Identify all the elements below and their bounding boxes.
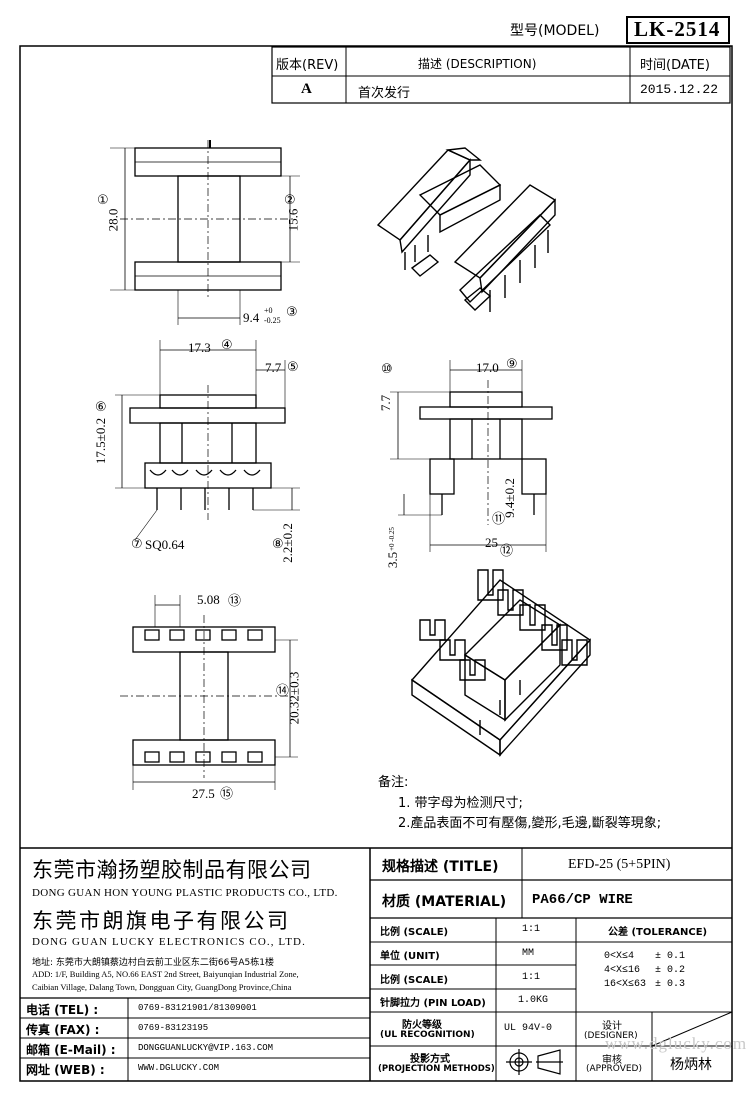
dim-bottom-pitch: 5.08: [197, 592, 220, 607]
pin-load-label: 针脚拉力 (PIN LOAD): [380, 998, 486, 1009]
mark-n: ⑭: [276, 684, 290, 699]
tol-value-3: ± 0.3: [655, 979, 686, 990]
fire-label-en: (UL RECOGNITION): [380, 1030, 475, 1040]
projection-label: 投影方式: [410, 1054, 450, 1065]
projection-symbol: [506, 1049, 563, 1075]
company-name-en-2: DONG GUAN LUCKY ELECTRONICS CO., LTD.: [32, 936, 306, 948]
fax-value: 0769-83123195: [138, 1023, 209, 1033]
scale-label-1: 比例 (SCALE): [380, 927, 449, 938]
approved-label: 审核: [602, 1055, 622, 1066]
tel-value: 0769-83121901/81309001: [138, 1003, 257, 1013]
address-en-1: ADD: 1/F, Building A5, NO.66 EAST 2nd St…: [32, 969, 299, 979]
desc-value: 首次发行: [358, 86, 411, 101]
mark-f: ⑥: [95, 400, 107, 415]
tol-range-1: 0<X≤4: [604, 951, 635, 962]
fire-label: 防火等级: [402, 1020, 442, 1031]
mark-l: ⑫: [500, 544, 514, 559]
model-value: LK-2514: [634, 17, 721, 41]
material-value: PA66/CP WIRE: [532, 892, 633, 908]
note-1: 1. 带字母为检测尺寸;: [398, 796, 523, 811]
tol-range-3: 16<X≤63: [604, 979, 647, 990]
side-view: [390, 360, 553, 552]
fax-label: 传真 (FAX) :: [26, 1023, 100, 1037]
date-header: 时间(DATE): [640, 58, 710, 73]
mark-c: ③: [286, 305, 298, 320]
mark-h: ⑧: [272, 537, 284, 552]
address-en-2: Caibian Village, Dalang Town, Dongguan C…: [32, 982, 292, 992]
title-label: 规格描述 (TITLE): [382, 859, 499, 875]
mark-d: ④: [221, 338, 233, 353]
company-name-cn-1: 东莞市瀚扬塑胶制品有限公司: [32, 858, 312, 882]
email-value[interactable]: DONGGUANLUCKY@VIP.163.COM: [138, 1043, 274, 1053]
dim-front-top: 17.3: [188, 340, 211, 355]
dim-top-width: 9.4: [243, 310, 260, 325]
tol-range-2: 4<X≤16: [604, 965, 641, 976]
dim-bottom-width: 27.5: [192, 786, 215, 801]
desc-header: 描述 (DESCRIPTION): [418, 57, 537, 71]
approved-value: 杨炳林: [670, 1057, 712, 1073]
scale-value-1: 1:1: [522, 924, 541, 935]
rev-header: 版本(REV): [276, 58, 339, 73]
mark-i: ⑨: [506, 357, 518, 372]
mark-o: ⑮: [220, 787, 234, 802]
dim-side-width: 25: [485, 535, 498, 550]
tol-value-1: ± 0.1: [655, 951, 686, 962]
unit-label: 单位 (UNIT): [380, 951, 440, 962]
title-value: EFD-25 (5+5PIN): [568, 857, 671, 872]
unit-value: MM: [522, 948, 535, 959]
notes-title: 备注:: [378, 775, 409, 790]
dim-top-tol-plus: +0: [264, 306, 273, 315]
company-name-cn-2: 东莞市朗旗电子有限公司: [32, 909, 291, 933]
dim-side-left: 7.7: [378, 394, 394, 412]
dim-top-tol-minus: -0.25: [264, 316, 281, 325]
note-2: 2.產品表面不可有壓傷,變形,毛邊,斷裂等現象;: [398, 816, 662, 831]
dim-side-tol: +0 -0.25: [387, 527, 396, 551]
mark-g: ⑦: [131, 537, 143, 552]
web-label: 网址 (WEB) :: [26, 1063, 105, 1077]
designer-label: 设计: [602, 1021, 622, 1032]
dim-side-bottom: 3.5: [385, 551, 401, 569]
rev-value: A: [301, 81, 312, 97]
projection-label-en: (PROJECTION METHODS): [378, 1064, 495, 1074]
tel-label: 电话 (TEL) :: [26, 1003, 99, 1017]
tolerance-label: 公差 (TOLERANCE): [608, 927, 708, 938]
top-view: [110, 140, 300, 325]
material-label: 材质 (MATERIAL): [382, 894, 507, 910]
dim-side-top: 17.0: [476, 360, 499, 375]
address-cn: 地址: 东莞市大朗镇蔡边村白云前工业区东二街66号A5栋1楼: [32, 958, 274, 968]
front-view: [115, 340, 300, 541]
mark-b: ②: [284, 193, 296, 208]
mark-k: ⑪: [492, 512, 506, 527]
dim-top-inner: 15.6: [285, 208, 301, 232]
mark-a: ①: [97, 193, 109, 208]
dim-front-side: 7.7: [265, 360, 282, 375]
company-name-en-1: DONG GUAN HON YOUNG PLASTIC PRODUCTS CO.…: [32, 887, 338, 899]
web-value[interactable]: WWW.DGLUCKY.COM: [138, 1063, 220, 1073]
mark-j: ⑩: [381, 362, 393, 377]
dim-front-height: 17.5±0.2: [93, 417, 109, 465]
bottom-view: [120, 595, 298, 790]
iso-view-bottom: [410, 569, 592, 757]
pin-load-value: 1.0KG: [518, 995, 549, 1006]
scale-value-2: 1:1: [522, 972, 541, 983]
model-box: [626, 16, 730, 44]
mark-m: ⑬: [228, 594, 242, 609]
iso-view-top: [376, 147, 557, 312]
fire-value: UL 94V-0: [504, 1023, 553, 1034]
watermark: www.dglucky.com: [605, 1034, 748, 1053]
tol-value-2: ± 0.2: [655, 965, 686, 976]
email-label: 邮箱 (E-Mail) :: [26, 1043, 116, 1057]
dim-top-height: 28.0: [105, 208, 121, 232]
pin-label: SQ0.64: [145, 537, 185, 552]
mark-e: ⑤: [287, 360, 299, 375]
approved-label-en: (APPROVED): [586, 1064, 642, 1074]
model-label: 型号(MODEL): [510, 23, 600, 39]
date-value: 2015.12.22: [640, 82, 719, 97]
designer-label-en: (DESIGNER): [584, 1031, 638, 1041]
scale-label-2: 比例 (SCALE): [380, 975, 449, 986]
